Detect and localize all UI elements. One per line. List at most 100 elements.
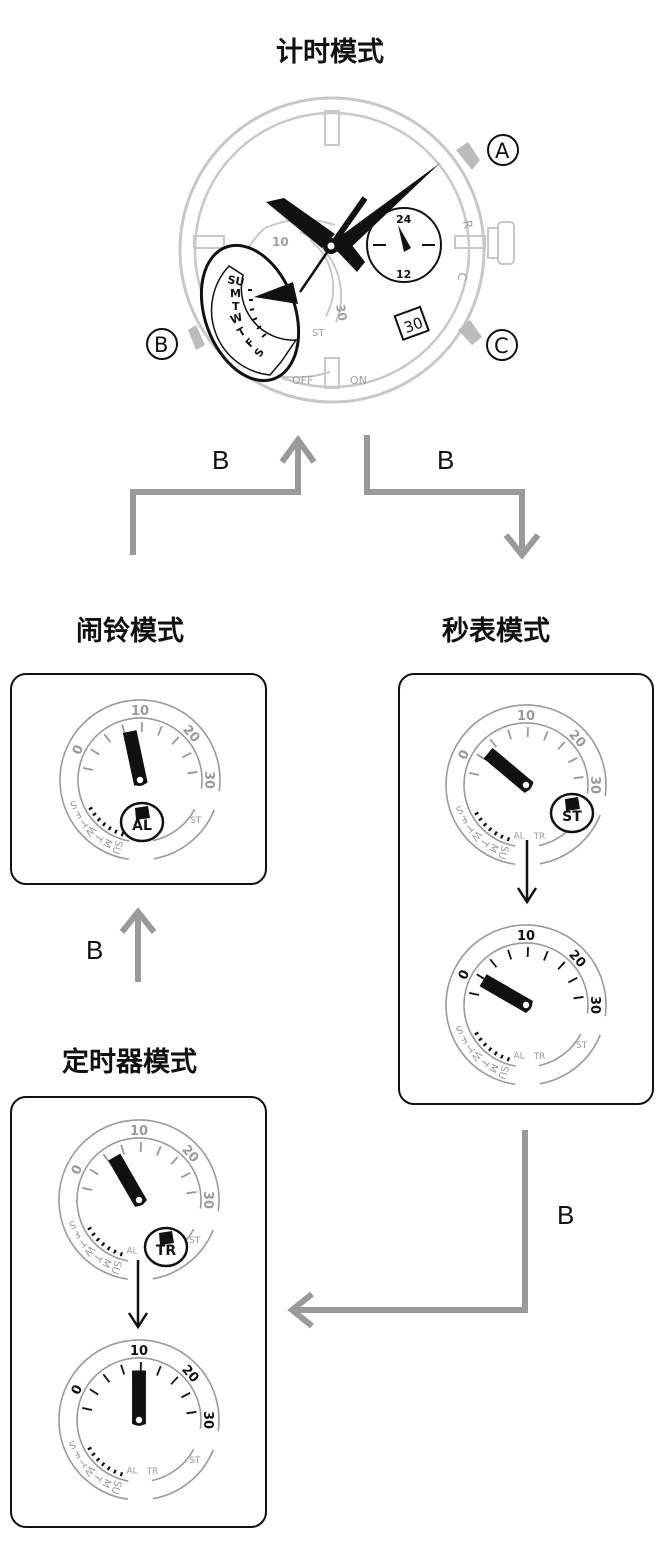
date-window (393, 305, 430, 341)
dial-tick (476, 973, 486, 981)
day-dot (96, 817, 102, 822)
svg-text:A: A (495, 139, 510, 163)
b-label-to-alarm: B (86, 935, 104, 965)
dial-tick (489, 738, 498, 748)
button-c-pusher[interactable] (458, 320, 482, 345)
mode-highlight-label: AL (132, 818, 152, 834)
b-label-to-timer: B (557, 1200, 575, 1230)
day-dot (493, 1051, 498, 1056)
day-dot (482, 822, 488, 827)
day-dot (91, 1452, 96, 1457)
dial-mode-label: ST (190, 816, 202, 826)
day-dot (91, 1232, 96, 1237)
day-label: SU (226, 273, 245, 289)
svg-text:C: C (494, 334, 509, 358)
dial-tick (90, 748, 100, 756)
dial-tick (89, 1388, 99, 1396)
dial-tick (181, 751, 192, 759)
day-label: M (230, 287, 241, 300)
dial-tick (89, 1168, 99, 1176)
day-dot (120, 831, 125, 837)
dial-mode-label: TR (533, 832, 546, 842)
dial-tick (171, 736, 180, 745)
bezel-mark-c: C (455, 271, 470, 282)
dial-number: 10 (130, 1344, 148, 1359)
dial-tick (157, 725, 163, 736)
mode-highlight-ring (549, 792, 595, 834)
day-dot (114, 829, 118, 834)
dial-tick (83, 767, 94, 771)
dial-tick (103, 733, 112, 743)
ring-number-10: 10 (272, 235, 289, 249)
dial-tick (156, 1145, 162, 1156)
dial-day-label: F (71, 1227, 82, 1240)
dial-number: 10 (517, 709, 535, 724)
dial-hand (122, 730, 148, 786)
dial-mode-label: AL (513, 832, 524, 842)
mode-highlight-label: ST (562, 809, 582, 825)
dial-tick (187, 771, 198, 775)
dial-mode-label: ST (189, 1236, 201, 1246)
day-label: T (232, 300, 240, 313)
dial-hand (479, 974, 533, 1013)
mode-highlight-label: TR (156, 1243, 177, 1259)
dial-tick (557, 961, 566, 970)
day-dot (95, 1237, 101, 1242)
day-dot (106, 1466, 111, 1471)
dial-tick (180, 1391, 191, 1399)
dial-tick (186, 1411, 197, 1415)
dial-day-label: SU (495, 1064, 510, 1080)
subdial-label-24: 24 (396, 213, 412, 226)
dial-number: 30 (587, 996, 602, 1014)
title-timekeeping-mode: 计时模式 (276, 37, 384, 68)
day-dot (506, 1056, 511, 1062)
day-dot (87, 1226, 92, 1231)
dial-tick (186, 1191, 197, 1195)
crown[interactable] (487, 221, 515, 265)
svg-text:B: B (154, 333, 168, 357)
dial-mode-label: AL (513, 1052, 524, 1062)
dial-number: 0 (456, 748, 473, 763)
dial-number: 10 (517, 929, 535, 944)
day-dot (107, 826, 112, 831)
button-a-pusher[interactable] (456, 142, 480, 170)
day-dot (101, 1462, 106, 1467)
dial-day-label: S (68, 798, 78, 811)
dial-number: 10 (131, 704, 149, 719)
inner-arrows (127, 840, 538, 1330)
dial-day-label: F (72, 807, 83, 820)
dial-hand (483, 747, 534, 793)
dial-hand (108, 1153, 147, 1207)
dial-day-label: F (458, 812, 469, 825)
dial-number: 30 (587, 776, 602, 794)
dial-hand (132, 1370, 146, 1426)
dial-day-label: S (454, 1023, 464, 1036)
ring-label-off: OFF (292, 374, 313, 387)
button-b-pusher[interactable] (188, 325, 205, 350)
dial-tick (469, 772, 480, 776)
day-dot (506, 836, 511, 842)
dial-tick (120, 1364, 126, 1375)
day-dot (102, 822, 107, 827)
day-label: W (229, 310, 245, 326)
day-dot (92, 812, 97, 817)
arrow-stopwatch-to-timer (292, 1130, 528, 1313)
dial-tick (543, 950, 549, 961)
dial-day-label: F (71, 1447, 82, 1460)
dial-tick (156, 1365, 162, 1376)
ring-label-st: ST (312, 328, 325, 339)
dial-tick (573, 776, 584, 780)
dial-number: 10 (130, 1124, 148, 1139)
dial-tick (170, 1156, 179, 1165)
day-dot (119, 1251, 124, 1257)
dial-day-label: S (67, 1438, 77, 1451)
day-dot (474, 811, 479, 816)
dial-number: 30 (200, 1191, 215, 1209)
dial-day-label: SU (495, 844, 510, 860)
mode-highlight-ring (119, 801, 165, 843)
day-dot (500, 1054, 504, 1059)
dial-day-label: S (454, 803, 464, 816)
day-dot (478, 1037, 483, 1042)
watch-illustration: R C 10 30 ST OFF ON 24 12 30 SU (146, 96, 519, 404)
